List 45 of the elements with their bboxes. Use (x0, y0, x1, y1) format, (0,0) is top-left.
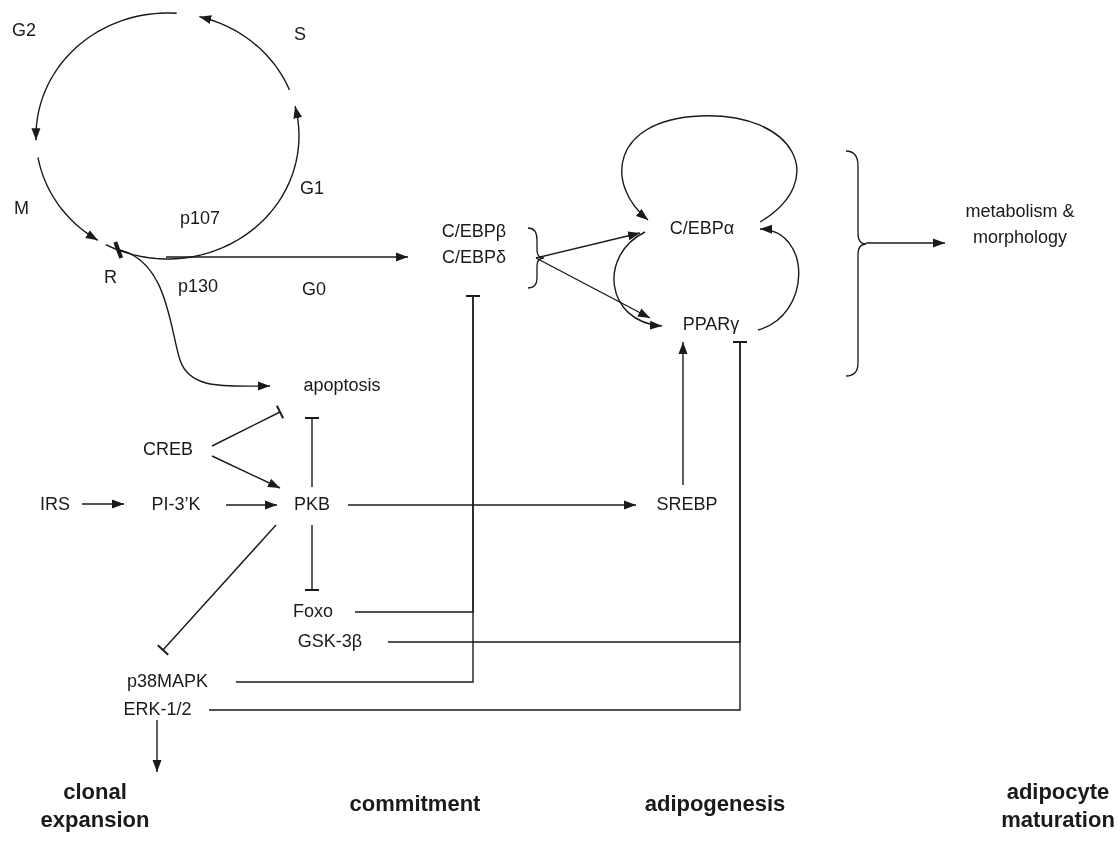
arrow (613, 231, 663, 329)
phase-label: p130 (178, 275, 219, 298)
arrow (678, 341, 688, 486)
phase-label: p107 (180, 207, 221, 230)
node-label: metabolism & morphology (964, 200, 1076, 249)
phase-label: S (294, 23, 306, 46)
arrow (225, 500, 278, 510)
arrow (81, 499, 125, 509)
arrow (757, 226, 800, 331)
arrow (865, 238, 946, 248)
node-label: PPARγ (681, 313, 741, 336)
node-label: CREB (142, 438, 194, 461)
node-label: ERK-1/2 (122, 698, 193, 721)
phase-label: R (104, 266, 117, 289)
phase-label: G1 (300, 177, 324, 200)
inhibition-line (156, 524, 277, 656)
node-label: C/EBPδ (440, 246, 507, 269)
stage-label: adipocyte maturation (1000, 778, 1116, 834)
node-label: SREBP (655, 493, 719, 516)
inhibition-line (211, 404, 285, 447)
phase-label: G2 (12, 19, 36, 42)
node-label: GSK-3β (296, 630, 364, 653)
arrow (535, 231, 641, 259)
node-label: PI-3’K (150, 493, 202, 516)
inhibition-line (304, 417, 320, 488)
stage-label: commitment (348, 790, 482, 818)
stage-label: adipogenesis (643, 790, 787, 818)
phase-label: M (14, 197, 29, 220)
arrow (165, 252, 409, 262)
arrow (347, 500, 637, 510)
node-label: PKB (293, 493, 331, 516)
node-label: C/EBPα (668, 217, 736, 240)
brace (843, 148, 869, 380)
inhibition-line (304, 524, 320, 591)
stage-label: clonal expansion (39, 778, 151, 834)
arrow (211, 455, 281, 489)
arrow (119, 249, 271, 391)
arrow (621, 115, 798, 223)
arrow (152, 719, 162, 773)
node-label: apoptosis (302, 374, 382, 397)
node-label: IRS (39, 493, 71, 516)
arrow (535, 257, 651, 319)
node-label: Foxo (292, 600, 334, 623)
node-label: C/EBPβ (440, 220, 508, 243)
node-label: p38MAPK (125, 670, 209, 693)
